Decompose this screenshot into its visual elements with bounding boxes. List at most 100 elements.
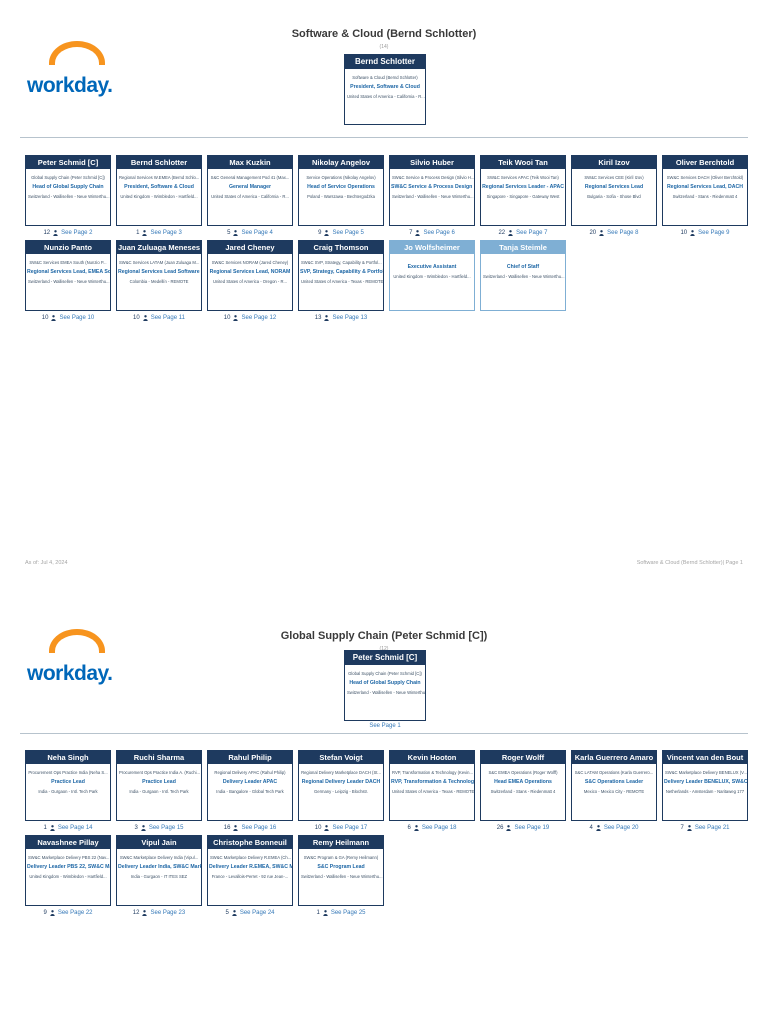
org-chart-card[interactable]: Karla Guerrero Amaro S&C LATAM Operation… <box>571 750 657 832</box>
see-page-link[interactable]: See Page 1 <box>369 723 401 729</box>
see-page-link[interactable]: See Page 19 <box>514 825 550 831</box>
employee-card-box[interactable]: Jo Wolfsheimer Executive Assistant Unite… <box>389 240 475 311</box>
employee-card-box[interactable]: Kevin Hooton RVP, Transformation & Techn… <box>389 750 475 821</box>
employee-name: Craig Thomson <box>299 241 383 254</box>
employee-card-box[interactable]: Max Kuzkin S&C General Management Pod 41… <box>207 155 293 226</box>
employee-card-box[interactable]: Nikolay Angelov Service Operations (Niko… <box>298 155 384 226</box>
org-chart-card[interactable]: Peter Schmid [C] Global Supply Chain (Pe… <box>25 155 111 237</box>
employee-card-box[interactable]: Teik Wooi Tan SW&C Services APAC (Teik W… <box>480 155 566 226</box>
see-page-link[interactable]: See Page 16 <box>241 825 277 831</box>
see-page-link[interactable]: See Page 14 <box>57 825 93 831</box>
see-page-link[interactable]: See Page 3 <box>150 230 182 236</box>
org-chart-card[interactable]: Craig Thomson SW&C SVP, Strategy, Capabi… <box>298 240 384 322</box>
org-chart-card[interactable]: Stefan Voigt Regional Delivery Marketpla… <box>298 750 384 832</box>
see-page-link[interactable]: See Page 7 <box>516 230 548 236</box>
org-chart-card[interactable]: Nunzio Panto SW&C Services EMEA South (N… <box>25 240 111 322</box>
see-page-link[interactable]: See Page 9 <box>698 230 730 236</box>
see-page-link[interactable]: See Page 15 <box>148 825 184 831</box>
employee-card-box[interactable]: Juan Zuluaga Meneses SW&C Services LATAM… <box>116 240 202 311</box>
org-chart-card[interactable]: Neha Singh Procurement Ops Practice Indi… <box>25 750 111 832</box>
card-footer: 12 See Page 2 <box>25 229 111 237</box>
org-chart-card[interactable]: Teik Wooi Tan SW&C Services APAC (Teik W… <box>480 155 566 237</box>
employee-card-box[interactable]: Stefan Voigt Regional Delivery Marketpla… <box>298 750 384 821</box>
see-page-link[interactable]: See Page 11 <box>150 315 185 321</box>
employee-card-box[interactable]: Navashnee Pillay SW&C Marketplace Delive… <box>25 835 111 906</box>
employee-location: India - Bangalore - Global Tech Park <box>216 789 284 794</box>
org-chart-card[interactable]: Christophe Bonneuil SW&C Marketplace Del… <box>207 835 293 917</box>
employee-card-box[interactable]: Craig Thomson SW&C SVP, Strategy, Capabi… <box>298 240 384 311</box>
see-page-link[interactable]: See Page 18 <box>421 825 457 831</box>
employee-card-box[interactable]: Jared Cheney SW&C Services NORAM (Jared … <box>207 240 293 311</box>
see-page-link[interactable]: See Page 6 <box>423 230 455 236</box>
employee-card-box[interactable]: Bernd Schlotter Regional Services W.EMEA… <box>116 155 202 226</box>
employee-card-box[interactable]: Vipul Jain SW&C Marketplace Delivery Ind… <box>116 835 202 906</box>
see-page-link[interactable]: See Page 23 <box>150 910 186 916</box>
org-chart-card[interactable]: Silvio Huber SW&C Service & Process Desi… <box>389 155 475 237</box>
employee-name: Peter Schmid [C] <box>345 651 425 665</box>
employee-card-box[interactable]: Ruchi Sharma Procurement Ops Practice In… <box>116 750 202 821</box>
see-page-link[interactable]: See Page 13 <box>332 315 368 321</box>
org-chart-card[interactable]: Bernd Schlotter Regional Services W.EMEA… <box>116 155 202 237</box>
org-chart-card[interactable]: Jo Wolfsheimer Executive Assistant Unite… <box>389 240 475 322</box>
person-icon <box>508 230 513 236</box>
person-icon <box>596 825 601 831</box>
org-chart-card[interactable]: Tanja Steimle Chief of Staff Switzerland… <box>480 240 566 322</box>
org-chart-card[interactable]: Oliver Berchtold SW&C Services DACH (Oli… <box>662 155 748 237</box>
card-footer: 12 See Page 23 <box>116 909 202 917</box>
employee-card-box[interactable]: Christophe Bonneuil SW&C Marketplace Del… <box>207 835 293 906</box>
org-chart-card[interactable]: Navashnee Pillay SW&C Marketplace Delive… <box>25 835 111 917</box>
employee-card-box[interactable]: Peter Schmid [C] Global Supply Chain (Pe… <box>25 155 111 226</box>
org-chart-card[interactable]: Ruchi Sharma Procurement Ops Practice In… <box>116 750 202 832</box>
employee-name: Neha Singh <box>26 751 110 764</box>
employee-card-box[interactable]: Rahul Philip Regional Delivery APAC (Rah… <box>207 750 293 821</box>
see-page-link[interactable]: See Page 25 <box>330 910 366 916</box>
employee-card-box[interactable]: Nunzio Panto SW&C Services EMEA South (N… <box>25 240 111 311</box>
person-icon <box>324 825 330 831</box>
org-chart-card[interactable]: Roger Wolff S&C EMEA Operations (Roger W… <box>480 750 566 832</box>
org-chart-card[interactable]: Vipul Jain SW&C Marketplace Delivery Ind… <box>116 835 202 917</box>
org-chart-card[interactable]: Kiril Izov SW&C Services CEE (Kiril Izov… <box>571 155 657 237</box>
root-org-card[interactable]: Peter Schmid [C] Global Supply Chain (Pe… <box>344 650 426 729</box>
see-page-link[interactable]: See Page 10 <box>59 315 95 321</box>
org-chart-card[interactable]: Remy Heilmann SW&C Program & GA (Remy He… <box>298 835 384 917</box>
employee-card-box[interactable]: Vincent van den Bout SW&C Marketplace De… <box>662 750 748 821</box>
person-icon <box>51 315 57 321</box>
see-page-link[interactable]: See Page 4 <box>241 230 273 236</box>
direct-reports-count: 7 <box>409 230 413 236</box>
employee-location: United States of America - Oregon - R... <box>212 279 287 284</box>
org-chart-card[interactable]: Kevin Hooton RVP, Transformation & Techn… <box>389 750 475 832</box>
employee-card-box[interactable]: Oliver Berchtold SW&C Services DACH (Oli… <box>662 155 748 226</box>
employee-card-box[interactable]: Kiril Izov SW&C Services CEE (Kiril Izov… <box>571 155 657 226</box>
root-org-card[interactable]: Bernd Schlotter Software & Cloud (Bernd … <box>344 54 426 125</box>
see-page-link[interactable]: See Page 17 <box>332 825 368 831</box>
see-page-link[interactable]: See Page 24 <box>239 910 275 916</box>
employee-card-box[interactable]: Tanja Steimle Chief of Staff Switzerland… <box>480 240 566 311</box>
org-chart-card[interactable]: Rahul Philip Regional Delivery APAC (Rah… <box>207 750 293 832</box>
person-icon <box>599 230 604 236</box>
see-page-link[interactable]: See Page 20 <box>603 825 639 831</box>
person-icon <box>141 825 146 831</box>
org-chart-card[interactable]: Jared Cheney SW&C Services NORAM (Jared … <box>207 240 293 322</box>
employee-card-box[interactable]: Karla Guerrero Amaro S&C LATAM Operation… <box>571 750 657 821</box>
org-chart-card[interactable]: Max Kuzkin S&C General Management Pod 41… <box>207 155 293 237</box>
card-footer: 22 See Page 7 <box>480 229 566 237</box>
employee-location: United States of America - Texas - REMOT… <box>301 279 383 284</box>
org-chart-card[interactable]: Juan Zuluaga Meneses SW&C Services LATAM… <box>116 240 202 322</box>
see-page-link[interactable]: See Page 5 <box>332 230 364 236</box>
see-page-link[interactable]: See Page 8 <box>607 230 639 236</box>
see-page-link[interactable]: See Page 12 <box>241 315 277 321</box>
org-chart-card[interactable]: Nikolay Angelov Service Operations (Niko… <box>298 155 384 237</box>
direct-reports-count: 12 <box>43 230 51 236</box>
org-chart-card[interactable]: Vincent van den Bout SW&C Marketplace De… <box>662 750 748 832</box>
employee-card-box[interactable]: Roger Wolff S&C EMEA Operations (Roger W… <box>480 750 566 821</box>
employee-card-box[interactable]: Silvio Huber SW&C Service & Process Desi… <box>389 155 475 226</box>
employee-card-box[interactable]: Neha Singh Procurement Ops Practice Indi… <box>25 750 111 821</box>
employee-card-box[interactable]: Remy Heilmann SW&C Program & GA (Remy He… <box>298 835 384 906</box>
direct-reports-count: 10 <box>133 315 140 321</box>
see-page-link[interactable]: See Page 21 <box>694 825 730 831</box>
job-title: President, Software & Cloud <box>350 84 420 90</box>
employee-location: United States of America - Texas - REMOT… <box>392 789 474 794</box>
see-page-link[interactable]: See Page 2 <box>61 230 93 236</box>
direct-reports-count: 10 <box>314 825 322 831</box>
see-page-link[interactable]: See Page 22 <box>57 910 93 916</box>
